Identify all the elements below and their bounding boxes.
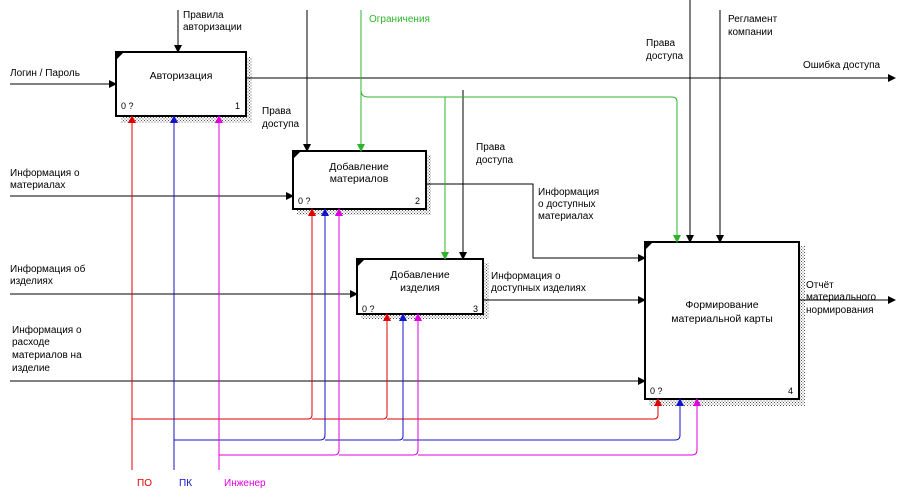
restrictions-arrow-to-box3 [360, 89, 449, 260]
auth-rules-label-line2: авторизации [183, 22, 242, 33]
auth-box-number: 1 [235, 101, 240, 111]
pc-arrow-to-box2 [174, 208, 329, 441]
norm-report-label-line2: материального [806, 292, 877, 303]
consumption-info-label-line4: изделие [12, 363, 50, 374]
norm-report-label-line1: Отчёт [806, 280, 834, 291]
company-regulation-label-line1: Регламент [728, 14, 778, 25]
available-products-label-line2: доступных изделиях [491, 283, 586, 294]
available-products-label-line1: Информация о [491, 270, 561, 282]
add-product-box-number: 3 [473, 304, 478, 314]
restrictions-arrow-to-box4 [445, 96, 681, 243]
add-materials-box-number: 2 [415, 196, 420, 206]
access-error-label: Ошибка доступа [803, 59, 881, 71]
software-arrow-to-box3 [312, 313, 391, 420]
products-info-label-line2: изделиях [10, 276, 53, 287]
auth-rules-label-line1: Правила [183, 10, 224, 21]
form-card-box[interactable]: Формирование материальной карты 0 ? 4 [644, 241, 800, 400]
form-card-box-cost: 0 ? [650, 386, 663, 396]
add-product-title-line1: Добавление [390, 269, 450, 281]
login-label: Логин / Пароль [10, 68, 80, 79]
materials-info-label-line1: Информация о [10, 167, 80, 179]
pc-label: ПК [179, 478, 192, 489]
form-card-title-line1: Формирование [685, 299, 758, 311]
materials-info-label-line2: материалах [10, 180, 65, 191]
engineer-label: Инженер [224, 478, 266, 489]
auth-box-cost: 0 ? [121, 101, 134, 111]
company-regulation-label-line2: компании [728, 27, 773, 38]
restrictions-label: Ограничения [369, 14, 430, 25]
add-materials-title-line2: материалов [330, 173, 389, 185]
software-label: ПО [137, 478, 152, 489]
access-rights-3-label-line1: Права [646, 38, 676, 49]
add-materials-box-cost: 0 ? [298, 196, 311, 206]
add-materials-title-line1: Добавление [329, 161, 389, 173]
available-materials-label-line1: Информация [538, 186, 599, 198]
add-product-box[interactable]: Добавление изделия 0 ? 3 [356, 258, 484, 315]
consumption-info-label-line1: Информация о [12, 324, 82, 336]
available-materials-label-line3: материалах [538, 211, 593, 222]
norm-report-label-line3: нормирования [806, 305, 874, 316]
software-arrow-to-box2 [132, 208, 316, 420]
consumption-info-label-line2: расходе [12, 337, 50, 348]
pc-arrow-to-box3 [325, 313, 407, 441]
form-card-box-number: 4 [788, 386, 793, 396]
software-arrow-to-box4 [387, 398, 662, 420]
engineer-arrow-to-box2 [219, 208, 343, 456]
add-materials-box[interactable]: Добавление материалов 0 ? 2 [292, 150, 427, 210]
engineer-arrow-to-box4 [418, 398, 701, 456]
form-card-title-line2: материальной карты [671, 313, 773, 325]
auth-box-title: Авторизация [150, 70, 213, 82]
auth-box[interactable]: Авторизация 0 ? 1 [115, 51, 247, 117]
available-materials-arrow [426, 183, 646, 262]
consumption-info-label-line3: материалов на [12, 350, 82, 361]
access-rights-2-label-line2: доступа [476, 155, 514, 166]
products-info-label-line1: Информация об [10, 263, 86, 275]
pc-arrow-to-box4 [403, 398, 684, 441]
access-rights-1-label-line2: доступа [262, 119, 300, 130]
access-rights-1-label-line1: Права [262, 106, 292, 117]
add-product-title-line2: изделия [400, 282, 440, 294]
access-rights-2-label-line1: Права [476, 142, 506, 153]
add-product-box-cost: 0 ? [362, 304, 375, 314]
engineer-arrow-to-box3 [339, 313, 422, 456]
access-rights-3-label-line2: доступа [646, 51, 684, 62]
available-materials-label-line2: о доступных [538, 199, 596, 210]
